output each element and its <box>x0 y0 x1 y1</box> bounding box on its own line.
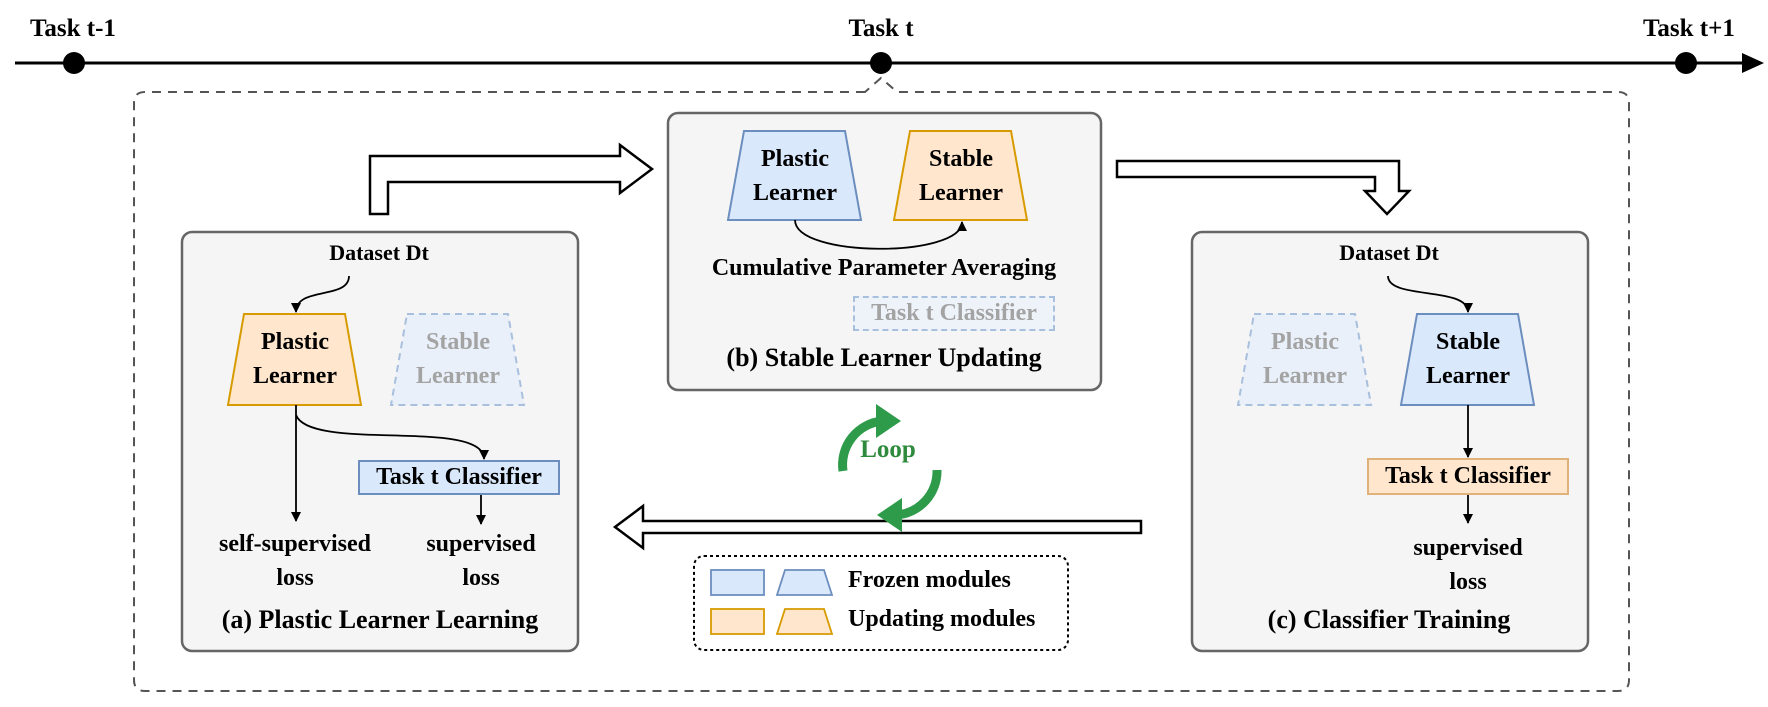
timeline-label-next: Task t+1 <box>1643 15 1735 42</box>
panel-b-averaging-label: Cumulative Parameter Averaging <box>711 255 1057 281</box>
panel-c-dataset-connector <box>1387 275 1473 313</box>
loop-label: Loop <box>860 436 916 463</box>
panel-a-self-loss-label-2: loss <box>276 565 314 591</box>
legend-updating-rect-icon <box>710 608 765 635</box>
flow-arrow-b-to-c <box>1115 159 1412 216</box>
panel-c-sup-loss-label-1: supervised <box>1413 535 1523 561</box>
panel-a-plastic-learner-label-1: Plastic <box>261 329 329 355</box>
panel-a-caption: (a) Plastic Learner Learning <box>221 605 539 634</box>
legend-updating-trapezoid-icon <box>775 608 834 635</box>
timeline-dot-current <box>870 52 892 74</box>
panel-a-stable-learner-label-2: Learner <box>416 363 500 389</box>
panel-c-box <box>1190 230 1590 653</box>
panel-b-plastic-learner-label-1: Plastic <box>761 146 829 172</box>
panel-b-stable-learner-label-1: Stable <box>928 146 994 172</box>
panel-a-box <box>180 230 580 653</box>
panel-a-plastic-learner-shape <box>226 313 363 406</box>
timeline-label-current: Task t <box>848 15 914 42</box>
panel-b-caption: (b) Stable Learner Updating <box>726 343 1042 372</box>
loop-icon <box>838 416 942 520</box>
panel-c-plastic-learner-shape <box>1236 313 1373 406</box>
panel-a-stable-learner-shape <box>389 313 526 406</box>
panel-b-task-classifier: Task t Classifier <box>853 296 1055 331</box>
legend-frozen-trapezoid-icon <box>775 569 834 596</box>
timeline-dot-next <box>1675 52 1697 74</box>
timeline-dot-prev <box>63 52 85 74</box>
panel-a-dataset-label: Dataset Dt <box>329 240 429 265</box>
legend-frozen-label: Frozen modules <box>848 567 1011 593</box>
panel-a-sup-loss-label-1: supervised <box>426 531 536 557</box>
outer-dashed-frame <box>133 76 1630 692</box>
panel-c-plastic-learner-label-2: Learner <box>1263 363 1347 389</box>
flow-arrow-a-to-b <box>368 142 655 216</box>
panel-b-stable-learner-shape <box>892 130 1029 221</box>
panel-c-plastic-learner-label-1: Plastic <box>1271 329 1339 355</box>
panel-b-stable-learner-label-2: Learner <box>919 180 1003 206</box>
loop-arrowhead-top <box>876 404 901 438</box>
panel-c-sup-loss-label-2: loss <box>1449 569 1487 595</box>
panel-c-task-classifier: Task t Classifier <box>1367 458 1569 495</box>
panel-c-stable-learner-label-2: Learner <box>1426 363 1510 389</box>
legend-frozen-rect-icon <box>710 569 765 596</box>
panel-a-dataset-connector <box>291 275 350 313</box>
panel-c-caption: (c) Classifier Training <box>1267 605 1511 634</box>
panel-c-dataset-label: Dataset Dt <box>1339 240 1439 265</box>
loop-arrowhead-bottom <box>877 498 902 532</box>
panel-b-averaging-connector <box>794 219 967 250</box>
timeline-label-prev: Task t-1 <box>30 15 116 42</box>
panel-a-stable-learner-label-1: Stable <box>425 329 491 355</box>
panel-a-classifier-connector <box>295 414 489 460</box>
panel-a-self-loss-label-1: self-supervised <box>219 531 371 557</box>
flow-arrow-c-to-a <box>612 503 1143 551</box>
panel-c-stable-learner-shape <box>1399 313 1536 406</box>
panel-a-sup-loss-label-2: loss <box>462 565 500 591</box>
panel-b-plastic-learner-shape <box>726 130 863 221</box>
panel-c-stable-learner-label-1: Stable <box>1435 329 1501 355</box>
panel-a-plastic-learner-label-2: Learner <box>253 363 337 389</box>
timeline-arrowhead <box>1742 53 1764 73</box>
panel-b-plastic-learner-label-2: Learner <box>753 180 837 206</box>
panel-a-task-classifier: Task t Classifier <box>358 460 560 495</box>
legend-updating-label: Updating modules <box>848 606 1036 632</box>
